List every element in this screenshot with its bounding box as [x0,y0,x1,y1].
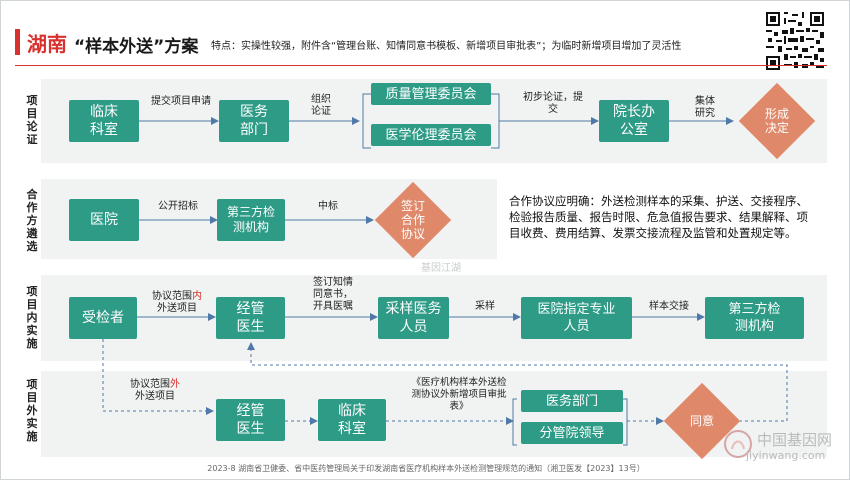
node-medical-affairs: 医务部门 [219,100,289,142]
node-third-party-lab: 第三方检测机构 [217,199,285,241]
decision-sign-agreement-label: 签订合作协议 [400,199,425,241]
title-feature-note: 特点：实操性较强，附件含“管理台账、知情同意书模板、新增项目审批表”；为临时新增… [211,41,682,52]
node-ethics-committee: 医学伦理委员会 [371,124,491,146]
title-divider [15,65,827,66]
title-accent-bar [15,29,20,55]
node-medical-affairs-2: 医务部门 [521,390,623,412]
node-clinical-department-2: 临床科室 [318,399,386,441]
source-footnote: 2023-8 湖南省卫健委、省中医药管理局关于印发湖南省医疗机构样本外送检测管理… [207,464,645,473]
edge-label-preliminary-evaluation: 初步论证，提交 [523,92,583,115]
brand-url: jiyinwang.com [746,449,826,462]
row-label-project-evaluation: 项目论证 [26,94,38,146]
edge-label-organize-evaluation: 组织论证 [311,94,331,117]
decision-form-resolution-label: 形成决定 [764,107,789,135]
row-label-out-of-scope: 项目外实施 [26,378,38,443]
edge-label-sampling: 采样 [475,301,495,312]
edge-label-approval-form: 《医疗机构样本外送检测协议外新增项目审批表》 [411,377,507,412]
row-label-partner-selection: 合作方遴选 [26,188,38,253]
node-clinical-department: 临床科室 [69,100,139,142]
edge-label-consent-order: 签订知情同意书，开具医嘱 [313,277,353,312]
node-attending-physician-2: 经管医生 [216,399,285,441]
node-sampling-staff: 采样医务人员 [378,297,449,339]
edge-label-win-bid: 中标 [318,201,338,212]
title-province: 湖南 [27,32,67,56]
node-hospital: 医院 [69,199,139,241]
node-third-party-lab-2: 第三方检测机构 [705,297,804,339]
brand-name: 中国基因网 [757,431,833,449]
watermark: 基因江湖 [421,263,461,274]
brand-logo-icon [724,430,752,458]
decision-approve-label: 同意 [689,414,714,428]
edge-label-out-of-scope-items: 协议范围外外送项目 [130,379,180,402]
node-attending-physician: 经管医生 [216,297,285,339]
edge-label-sample-handover: 样本交接 [649,301,689,312]
node-designated-staff: 医院指定专业人员 [521,297,632,339]
node-examinee: 受检者 [69,297,137,339]
edge-label-submit-application: 提交项目申请 [151,96,211,107]
node-deputy-president: 分管院领导 [521,422,623,444]
node-presidents-office: 院长办公室 [599,100,669,142]
edge-label-open-tender: 公开招标 [158,201,198,212]
agreement-requirements-text: 合作协议应明确：外送检测样本的采集、护送、交接程序、检验报告质量、报告时限、危急… [509,194,808,240]
title-scheme: “样本外送”方案 [74,37,199,57]
edge-label-collective-study: 集体研究 [695,96,715,119]
qr-code-icon [764,10,826,72]
node-quality-committee: 质量管理委员会 [371,83,491,105]
row-label-in-scope: 项目内实施 [26,285,38,350]
edge-label-in-scope-items: 协议范围内外送项目 [152,291,202,314]
